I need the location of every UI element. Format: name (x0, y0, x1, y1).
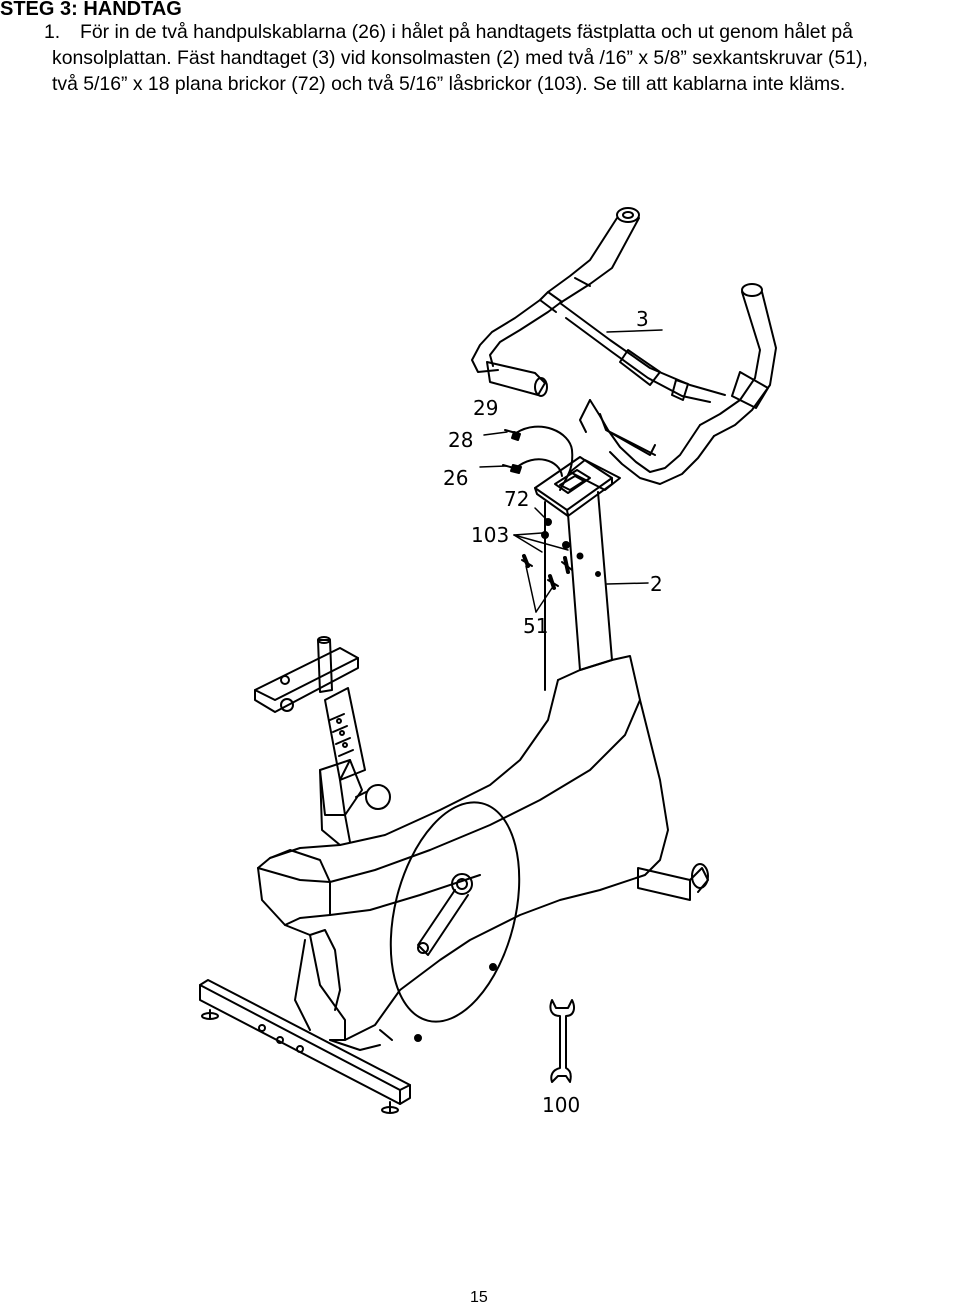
label-29: 29 (473, 396, 498, 420)
label-2: 2 (650, 572, 663, 596)
label-51: 51 (523, 614, 548, 638)
section-heading: STEG 3: HANDTAG (0, 0, 182, 20)
step-number: 1. (44, 21, 61, 43)
label-72: 72 (504, 487, 529, 511)
label-26: 26 (443, 466, 468, 490)
step-line-3: två 5/16” x 18 plana brickor (72) och tv… (52, 73, 846, 95)
label-28: 28 (448, 428, 473, 452)
cable-drawing (502, 425, 574, 491)
page-number: 15 (470, 1289, 488, 1306)
wrench-drawing (549, 999, 575, 1083)
bike-frame-drawing (199, 636, 709, 1114)
step-line-2: konsolplattan. Fäst handtaget (3) vid ko… (52, 47, 868, 69)
console-mast-drawing (521, 456, 613, 691)
handlebar-drawing (471, 207, 777, 491)
label-103: 103 (471, 523, 509, 547)
step-text: För in de två handpulskablarna (26) i hå… (52, 19, 954, 97)
leader-lines (479, 329, 663, 613)
instruction-step: 1. För in de två handpulskablarna (26) i… (34, 19, 954, 97)
label-3: 3 (636, 307, 649, 331)
label-100: 100 (542, 1093, 580, 1117)
step-line-1: För in de två handpulskablarna (26) i hå… (80, 21, 853, 43)
